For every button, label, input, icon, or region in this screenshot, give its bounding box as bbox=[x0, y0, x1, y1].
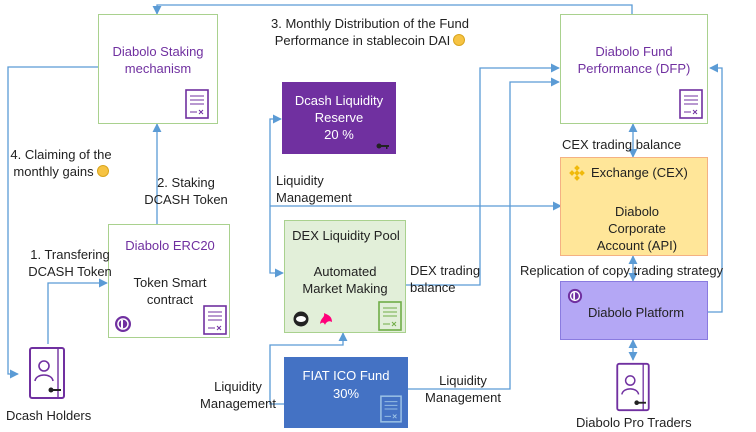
dai-coin-icon bbox=[96, 165, 109, 177]
staking-mechanism-box: Diabolo Staking mechanism bbox=[98, 14, 218, 124]
uniswap-icon bbox=[320, 313, 332, 325]
label-monthly-distribution: 3. Monthly Distribution of the Fund Perf… bbox=[250, 15, 490, 49]
edge-monthly-distribution bbox=[152, 4, 633, 15]
dfp-title: Diabolo Fund Performance (DFP) bbox=[577, 44, 691, 76]
edge-platform-dfp bbox=[708, 63, 723, 313]
diabolo-logo-icon bbox=[567, 288, 583, 304]
document-icon bbox=[203, 305, 227, 335]
document-icon bbox=[380, 395, 402, 423]
edge-dex-trading-balance bbox=[406, 63, 560, 286]
document-icon bbox=[185, 89, 209, 119]
fund-performance-box: Diabolo Fund Performance (DFP) bbox=[560, 14, 708, 124]
label-cex-trading-balance: CEX trading balance bbox=[562, 137, 682, 152]
staking-title: Diabolo Staking mechanism bbox=[112, 44, 204, 76]
dai-coin-icon bbox=[453, 34, 466, 46]
edge-transfering bbox=[47, 278, 108, 344]
label-replication: Replication of copy trading strategy bbox=[520, 263, 724, 278]
erc20-title: Diabolo ERC20 bbox=[125, 238, 215, 253]
cex-subtitle: Diabolo Corporate Account (API) bbox=[596, 204, 678, 253]
liquidity-reserve-box: Dcash Liquidity Reserve 20 % bbox=[282, 82, 396, 154]
label-liquidity-mgmt-left: Liquidity Management bbox=[200, 379, 276, 411]
diabolo-logo-icon bbox=[115, 316, 131, 332]
edge-fiat-to-dfp bbox=[408, 77, 560, 390]
label-claiming: 4. Claiming of the monthly gains bbox=[2, 146, 120, 180]
dex-title: DEX Liquidity Pool bbox=[292, 228, 400, 243]
label-claiming-text: 4. Claiming of the monthly gains bbox=[10, 147, 112, 179]
dex-subtitle: Automated Market Making bbox=[302, 264, 388, 296]
label-staking: 2. Staking DCASH Token bbox=[144, 175, 228, 207]
dex-liquidity-pool-box: DEX Liquidity Pool Automated Market Maki… bbox=[284, 220, 406, 333]
fiat-title: FIAT ICO Fund bbox=[302, 368, 390, 383]
fiat-value: 30% bbox=[332, 386, 360, 401]
edge-reserve-liquidity bbox=[269, 114, 284, 278]
cex-title: Exchange (CEX) bbox=[591, 165, 688, 180]
key-icon bbox=[376, 143, 389, 149]
diabolo-platform-box: Diabolo Platform bbox=[560, 281, 708, 340]
edge-claiming bbox=[7, 66, 98, 379]
person-card-icon bbox=[616, 362, 650, 412]
reserve-value: 20 % bbox=[324, 127, 354, 142]
label-dex-trading-balance: DEX trading balance bbox=[410, 263, 481, 295]
edge-fiat-liquidity bbox=[269, 332, 348, 405]
label-liquidity-mgmt-top: Liquidity Management bbox=[276, 173, 352, 205]
erc20-subtitle: Token Smart contract bbox=[133, 275, 207, 307]
traders-label: Diabolo Pro Traders bbox=[576, 415, 692, 430]
label-transfering: 1. Transfering DCASH Token bbox=[28, 247, 112, 279]
platform-title: Diabolo Platform bbox=[587, 305, 685, 320]
erc20-box: Diabolo ERC20 Token Smart contract bbox=[108, 224, 230, 338]
label-liquidity-mgmt-right: Liquidity Management bbox=[425, 373, 501, 405]
sushi-icon bbox=[293, 311, 309, 327]
person-card-icon bbox=[29, 347, 65, 399]
document-icon bbox=[679, 89, 703, 119]
fiat-ico-fund-box: FIAT ICO Fund 30% bbox=[284, 357, 408, 428]
exchange-cex-box: Exchange (CEX) Diabolo Corporate Account… bbox=[560, 157, 708, 256]
holders-label: Dcash Holders bbox=[6, 408, 92, 423]
document-icon bbox=[378, 301, 402, 331]
binance-icon bbox=[569, 165, 585, 181]
label-monthly-distribution-text: 3. Monthly Distribution of the Fund Perf… bbox=[271, 16, 469, 48]
reserve-title: Dcash Liquidity Reserve bbox=[294, 93, 384, 125]
